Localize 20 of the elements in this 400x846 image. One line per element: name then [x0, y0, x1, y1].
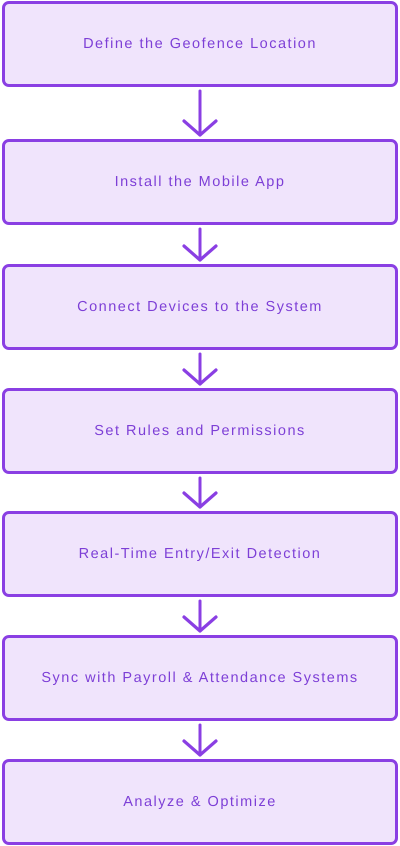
step-label: Connect Devices to the System — [77, 298, 323, 316]
process-box — [2, 635, 398, 721]
arrow — [182, 476, 218, 509]
step-label: Analyze & Optimize — [123, 792, 277, 812]
arrow — [182, 600, 218, 633]
process-box — [2, 511, 398, 597]
step-label: Define the Geofence Location — [83, 34, 317, 54]
arrow — [182, 352, 218, 386]
process-box — [2, 264, 398, 350]
process-box — [2, 139, 398, 225]
arrow — [182, 228, 218, 262]
step-label: Real-Time Entry/Exit Detection — [78, 544, 322, 564]
arrow — [182, 90, 218, 137]
step-label: Set Rules and Permissions — [94, 422, 306, 440]
step-label: Install the Mobile App — [114, 172, 286, 192]
arrow — [182, 724, 218, 757]
process-box — [2, 759, 398, 845]
step-label: Sync with Payroll & Attendance Systems — [41, 668, 359, 688]
process-box — [2, 388, 398, 474]
process-box — [2, 1, 398, 87]
